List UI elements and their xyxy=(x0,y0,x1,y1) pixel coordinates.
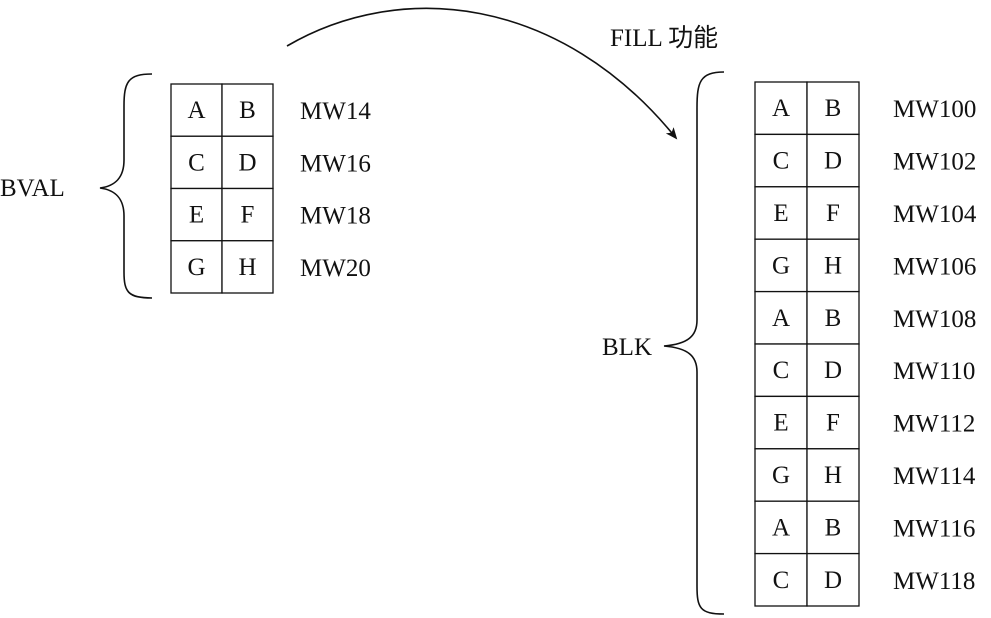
source-cell-letter: B xyxy=(239,97,256,124)
target-cell-letter: F xyxy=(826,200,840,227)
source-cell xyxy=(221,83,274,137)
target-address: MW100 xyxy=(893,96,976,123)
target-address: MW108 xyxy=(893,306,976,333)
source-row: G H MW20 xyxy=(170,240,371,294)
target-cell-letter: G xyxy=(772,462,790,489)
target-cell-letter: G xyxy=(772,252,790,279)
target-address: MW110 xyxy=(893,358,975,385)
source-cell xyxy=(221,187,274,242)
target-cell xyxy=(754,238,808,293)
target-cell xyxy=(806,186,860,240)
target-brace xyxy=(663,71,725,615)
source-row: C D MW16 xyxy=(170,135,371,190)
target-address: MW112 xyxy=(893,411,975,438)
target-cell xyxy=(806,290,860,345)
source-cell-letter: A xyxy=(187,97,205,124)
target-cell xyxy=(754,343,808,398)
target-cell-letter: C xyxy=(773,567,790,594)
target-cell xyxy=(754,133,808,188)
source-cell-letter: F xyxy=(241,202,255,229)
target-cell-letter: B xyxy=(825,514,842,541)
target-cell-letter: D xyxy=(824,567,842,594)
target-cell-letter: E xyxy=(773,410,788,437)
target-row: E F MW104 xyxy=(754,186,977,240)
target-cell xyxy=(754,186,808,240)
source-address: MW20 xyxy=(300,255,371,282)
target-cell-letter: H xyxy=(824,462,842,489)
source-cell-letter: D xyxy=(238,149,256,176)
target-address: MW104 xyxy=(893,201,977,228)
target-row: A B MW100 xyxy=(754,81,976,136)
source-address: MW18 xyxy=(300,203,371,230)
target-row: G H MW106 xyxy=(754,238,976,293)
target-cell-letter: F xyxy=(826,410,840,437)
target-row: A B MW108 xyxy=(754,290,976,345)
target-cell xyxy=(806,81,860,136)
source-label: BVAL xyxy=(0,175,65,202)
target-row: A B MW116 xyxy=(754,500,975,555)
target-cell-letter: B xyxy=(825,95,842,122)
target-cell-letter: C xyxy=(773,357,790,384)
target-row: G H MW114 xyxy=(754,448,976,502)
target-cell-letter: A xyxy=(772,305,790,332)
target-address: MW106 xyxy=(893,253,976,280)
target-label: BLK xyxy=(602,334,652,361)
target-cell-letter: D xyxy=(824,357,842,384)
source-address: MW14 xyxy=(300,98,371,125)
source-address: MW16 xyxy=(300,150,371,177)
target-cell-letter: D xyxy=(824,148,842,175)
source-cell-letter: C xyxy=(188,149,205,176)
source-cell xyxy=(221,240,274,294)
target-cell xyxy=(806,133,860,188)
target-cell-letter: B xyxy=(825,305,842,332)
target-address: MW102 xyxy=(893,149,976,176)
source-cell-letter: G xyxy=(187,254,205,281)
target-cell-letter: E xyxy=(773,200,788,227)
target-cell xyxy=(806,500,860,555)
target-address: MW114 xyxy=(893,463,976,490)
target-cell xyxy=(754,552,808,607)
source-cell-letter: H xyxy=(238,254,256,281)
target-cell xyxy=(806,552,860,607)
target-cell xyxy=(806,448,860,502)
target-cell-letter: C xyxy=(773,148,790,175)
source-row: E F MW18 xyxy=(170,187,371,242)
source-brace xyxy=(99,73,153,299)
fill-arrow xyxy=(286,7,678,140)
target-cell xyxy=(754,81,808,136)
target-row: C D MW110 xyxy=(754,343,975,398)
target-row: C D MW102 xyxy=(754,133,976,188)
target-cell-letter: A xyxy=(772,514,790,541)
target-cell-letter: H xyxy=(824,252,842,279)
target-address: MW118 xyxy=(893,568,975,595)
source-row: A B MW14 xyxy=(170,83,371,137)
target-row: C D MW118 xyxy=(754,552,975,607)
target-address: MW116 xyxy=(893,515,975,542)
target-cell-letter: A xyxy=(772,95,790,122)
target-row: E F MW112 xyxy=(754,395,975,450)
source-cell-letter: E xyxy=(189,202,204,229)
fill-function-label: FILL 功能 xyxy=(610,24,718,52)
